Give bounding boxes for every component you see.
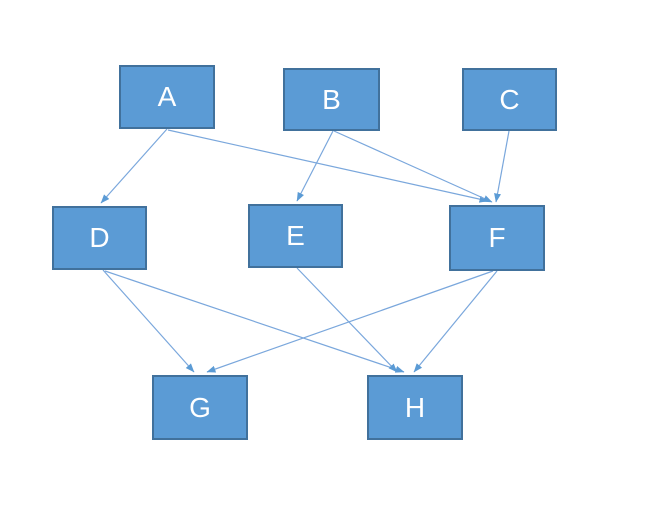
edge-arrow-B-F [333,130,493,203]
node-label-H: H [404,391,426,423]
node-label-G: G [189,391,211,423]
edge-arrow-D-G [102,269,195,373]
edge-arrow-F-G [206,270,494,373]
edge-arrow-B-E [296,130,334,202]
node-label-A: A [157,81,177,112]
node-label-E: E [286,220,305,251]
node-label-F: F [488,222,506,253]
node-A[interactable]: A [119,65,215,129]
node-E[interactable]: E [248,204,343,268]
node-label-C: C [499,83,520,115]
node-B[interactable]: B [283,68,380,131]
edge-arrow-A-F [167,129,489,203]
node-F[interactable]: F [449,205,545,271]
edge-arrow-F-H [413,270,498,373]
edge-arrow-E-H [296,267,398,373]
node-H[interactable]: H [367,375,463,440]
node-label-B: B [322,83,341,115]
node-G[interactable]: G [152,375,248,440]
node-C[interactable]: C [462,68,557,131]
node-D[interactable]: D [52,206,147,270]
node-label-D: D [89,222,110,253]
edge-arrow-A-D [100,128,168,204]
edge-arrow-C-F [494,130,510,203]
edge-arrow-D-H [104,270,405,373]
